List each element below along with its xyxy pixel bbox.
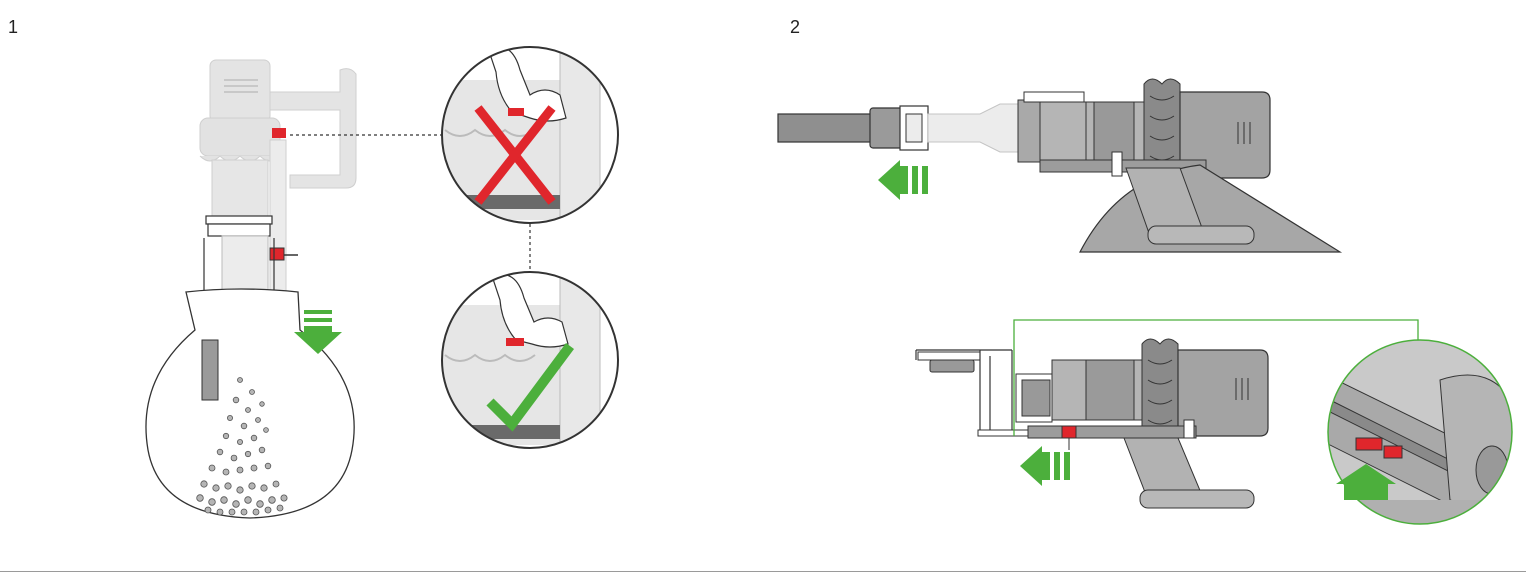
arrow-left-icon bbox=[878, 160, 928, 200]
zoom-latch-icon bbox=[1327, 339, 1513, 525]
correct-check-icon bbox=[486, 343, 575, 432]
footer-divider bbox=[0, 571, 1526, 572]
bin-detach-icon bbox=[915, 338, 1269, 509]
bin-outline bbox=[203, 215, 275, 341]
debris-particles bbox=[196, 377, 288, 516]
step-2-number: 2 bbox=[790, 17, 801, 37]
correct-grip-zoom bbox=[441, 271, 619, 449]
step-1-number: 1 bbox=[8, 17, 19, 37]
wrong-cross-icon bbox=[474, 105, 556, 205]
callout-frame bbox=[1013, 319, 1419, 436]
bin-release-icon bbox=[272, 128, 286, 138]
wand-detach-icon bbox=[777, 78, 1343, 253]
wrong-grip-zoom bbox=[441, 46, 619, 224]
arrow-left-icon bbox=[1020, 446, 1070, 486]
arrow-up-icon bbox=[1336, 464, 1396, 500]
arrow-down-icon bbox=[294, 310, 342, 354]
dust-bag-icon bbox=[145, 288, 355, 519]
